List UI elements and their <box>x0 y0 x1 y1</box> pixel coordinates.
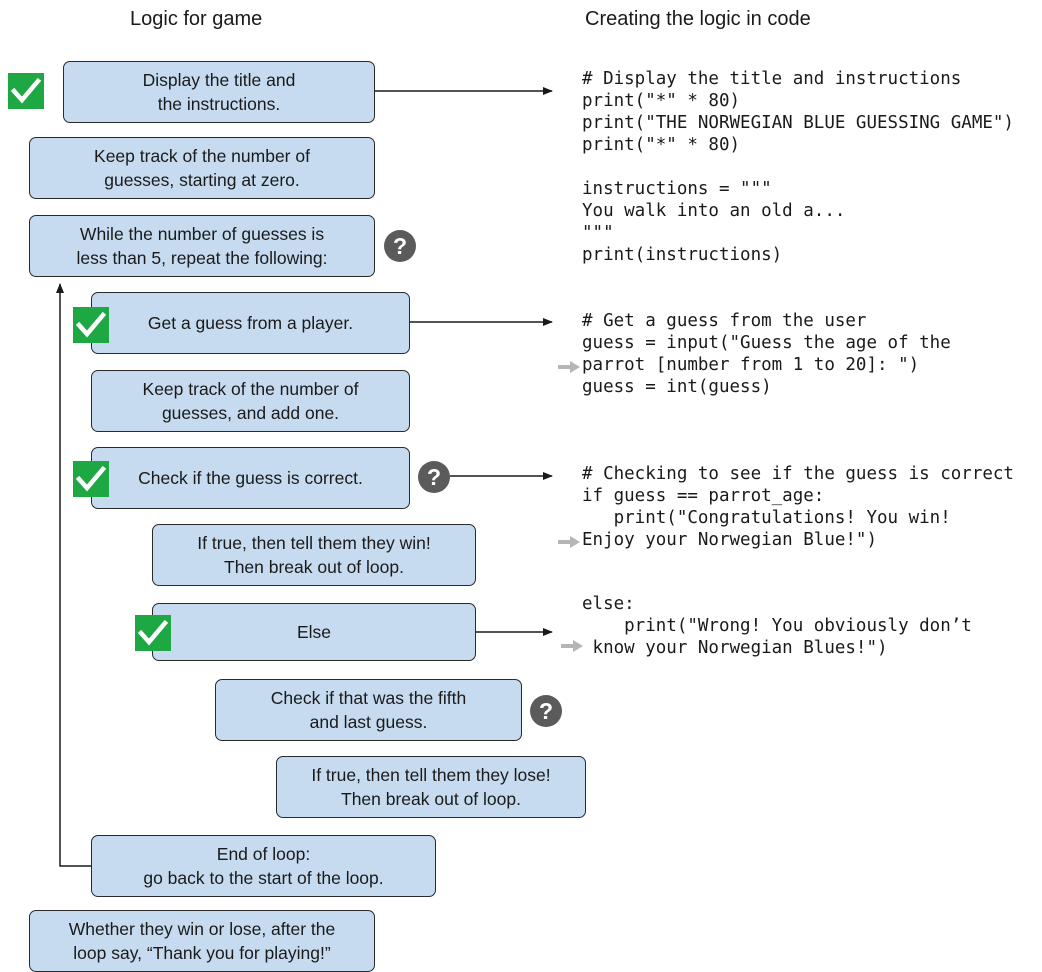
checkmark-icon <box>73 461 109 497</box>
checkmark-icon <box>8 73 44 109</box>
code-block-get-guess: # Get a guess from the user guess = inpu… <box>582 311 951 397</box>
checkmark-icon <box>135 615 171 651</box>
step-display-title: Display the title and the instructions. <box>63 61 375 123</box>
step-if-true-lose: If true, then tell them they lose! Then … <box>276 756 586 818</box>
step-check-fifth-guess: Check if that was the fifth and last gue… <box>215 679 522 741</box>
checkmark-icon <box>73 307 109 343</box>
code-block-else: else: print("Wrong! You obviously don’t … <box>582 594 972 658</box>
step-else: Else <box>152 603 476 661</box>
question-mark-icon: ? <box>418 461 450 493</box>
line-continuation-arrow-icon <box>561 640 583 652</box>
question-mark-icon: ? <box>530 695 562 727</box>
step-track-guesses-add: Keep track of the number of guesses, and… <box>91 370 410 432</box>
loop-back-arrow <box>56 283 91 867</box>
step-thank-you: Whether they win or lose, after the loop… <box>29 910 375 972</box>
step-track-guesses-zero: Keep track of the number of guesses, sta… <box>29 137 375 199</box>
step-if-true-win: If true, then tell them they win! Then b… <box>152 524 476 586</box>
right-column-heading: Creating the logic in code <box>585 8 811 30</box>
line-continuation-arrow-icon <box>558 361 580 373</box>
step-end-of-loop: End of loop: go back to the start of the… <box>91 835 436 897</box>
left-column-heading: Logic for game <box>130 8 263 30</box>
question-mark-icon: ? <box>384 230 416 262</box>
step-get-guess: Get a guess from a player. <box>91 292 410 354</box>
step-check-correct: Check if the guess is correct. <box>91 447 410 509</box>
code-block-check-correct: # Checking to see if the guess is correc… <box>582 464 1014 550</box>
line-continuation-arrow-icon <box>558 536 580 548</box>
code-block-title: # Display the title and instructions pri… <box>582 69 1014 265</box>
step-while-loop: While the number of guesses is less than… <box>29 215 375 277</box>
